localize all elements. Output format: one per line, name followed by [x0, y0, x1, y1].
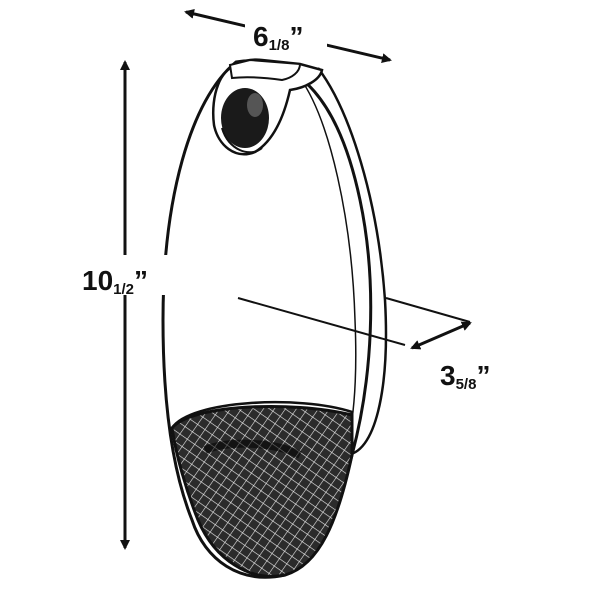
fixture-side-edge: [317, 67, 388, 457]
depth-extension-line-front: [237, 297, 406, 346]
depth-extension-line-back: [385, 297, 471, 323]
depth-dimension-arrow: [410, 321, 472, 350]
width-dimension-label: 61/8”: [253, 21, 303, 54]
depth-dimension-label: 35/8”: [440, 360, 490, 393]
height-dimension-label: 101/2”: [82, 265, 148, 298]
prismatic-lens: [170, 404, 354, 578]
top-lamp-head: [211, 58, 324, 156]
